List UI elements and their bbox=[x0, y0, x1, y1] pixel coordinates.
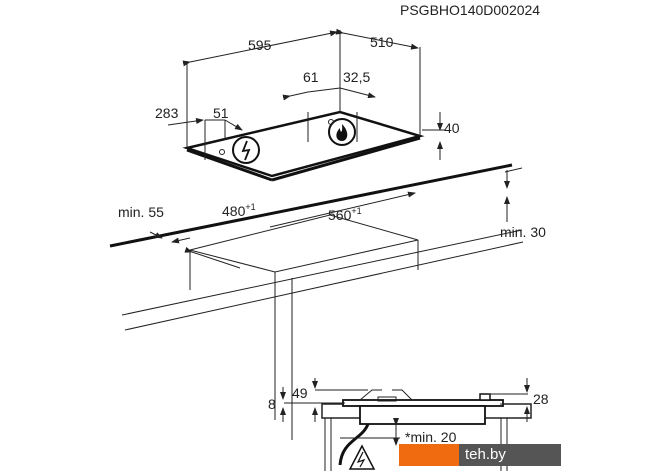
dim-61: 61 bbox=[303, 69, 319, 85]
electric-warning-icon bbox=[348, 444, 376, 470]
dim-width: 595 bbox=[248, 37, 272, 53]
watermark: teh.by bbox=[399, 444, 561, 466]
model-code: PSGBHO140D002024 bbox=[400, 2, 540, 18]
dim-32-5: 32,5 bbox=[343, 69, 370, 85]
watermark-logo bbox=[399, 444, 459, 466]
dim-51: 51 bbox=[213, 105, 229, 121]
cross-section bbox=[280, 378, 532, 471]
dim-depth: 510 bbox=[370, 34, 394, 50]
dim-560: 560+1 bbox=[328, 206, 362, 223]
dim-min-30: min. 30 bbox=[500, 224, 546, 240]
dim-49: 49 bbox=[292, 385, 308, 401]
countertop bbox=[109, 163, 524, 440]
dim-min-55: min. 55 bbox=[118, 204, 164, 220]
dimension-lines-top bbox=[167, 28, 445, 160]
dim-480: 480+1 bbox=[222, 202, 256, 219]
watermark-text: teh.by bbox=[465, 446, 506, 463]
dim-28: 28 bbox=[533, 391, 549, 407]
dim-40: 40 bbox=[444, 120, 460, 136]
hob-top-view bbox=[182, 110, 425, 182]
dim-283: 283 bbox=[155, 105, 179, 121]
dim-8: 8 bbox=[268, 396, 276, 412]
dim-min-20: *min. 20 bbox=[405, 429, 457, 445]
